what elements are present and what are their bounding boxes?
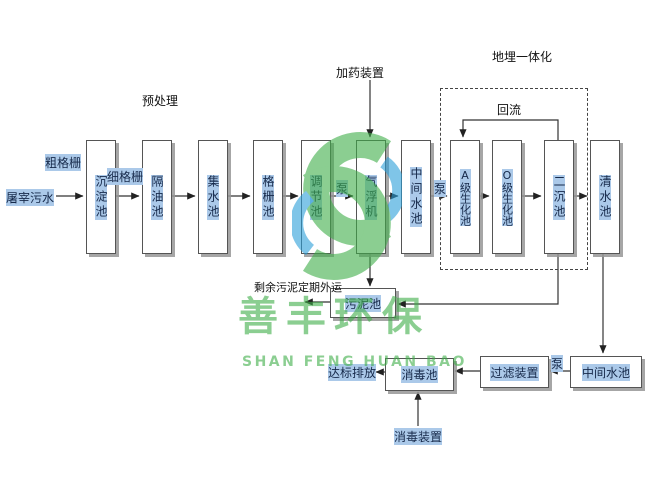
coarse-screen-label: 粗格栅 (45, 154, 82, 171)
flow-box-label: 格栅池 (261, 174, 275, 220)
flow-box-oil-separator-tank: 隔油池 (142, 140, 172, 254)
flow-box-secondary-sedimentation-tank: 二沉池 (544, 140, 574, 254)
box-label: 污泥池 (344, 294, 381, 312)
flow-box-label: O级生化池 (500, 168, 514, 226)
flow-box-a-level-bio-tank: A级生化池 (450, 140, 480, 254)
flow-box-label: 隔油池 (150, 174, 164, 220)
disinfection-device-label: 消毒装置 (394, 428, 443, 445)
influent-label: 屠宰污水 (6, 189, 55, 206)
flow-box-sedimentation-tank: 沉淀池 (86, 140, 116, 254)
flow-box-screen-tank: 格栅池 (253, 140, 283, 254)
flow-box-label: 清水池 (598, 174, 612, 220)
box-label: 中间水池 (581, 363, 630, 381)
filter-device-box: 过滤装置 (480, 356, 549, 388)
discharge-label: 达标排放 (328, 364, 377, 381)
pretreatment-label: 预处理 (142, 94, 179, 108)
buried-integration-outline (440, 88, 588, 270)
flow-box-clear-water-tank: 清水池 (590, 140, 620, 254)
flow-box-air-flotation-machine: 气浮机 (356, 140, 386, 254)
flow-box-label: 中间水池 (409, 167, 423, 227)
pump-3-label: 泵 (551, 355, 564, 372)
flow-box-label: 气浮机 (364, 174, 378, 220)
buried-integration-label: 地埋一体化 (492, 50, 553, 64)
flow-box-label: 集水池 (206, 174, 220, 220)
flow-box-regulating-tank: 调节池 (301, 140, 331, 254)
flow-box-o-level-bio-tank: O级生化池 (492, 140, 522, 254)
flow-box-label: 二沉池 (552, 174, 566, 220)
box-label: 过滤装置 (490, 363, 539, 381)
flow-box-label: A级生化池 (458, 168, 472, 226)
flow-box-intermediate-tank: 中间水池 (401, 140, 431, 254)
pump-1-label: 泵 (336, 180, 349, 197)
fine-screen-label: 细格栅 (107, 168, 144, 185)
box-label: 消毒池 (401, 366, 438, 383)
intermediate-tank-2-box: 中间水池 (570, 356, 642, 388)
dosing-device-label: 加药装置 (336, 66, 385, 80)
flow-box-label: 沉淀池 (94, 174, 108, 220)
reflux-label: 回流 (497, 103, 522, 117)
sludge-tank-box: 污泥池 (330, 288, 396, 318)
flow-box-collecting-tank: 集水池 (198, 140, 228, 254)
disinfection-tank-box: 消毒池 (385, 358, 454, 391)
excess-sludge-label: 剩余污泥定期外运 (254, 281, 342, 294)
pump-2-label: 泵 (434, 180, 447, 197)
flow-box-label: 调节池 (309, 174, 323, 220)
